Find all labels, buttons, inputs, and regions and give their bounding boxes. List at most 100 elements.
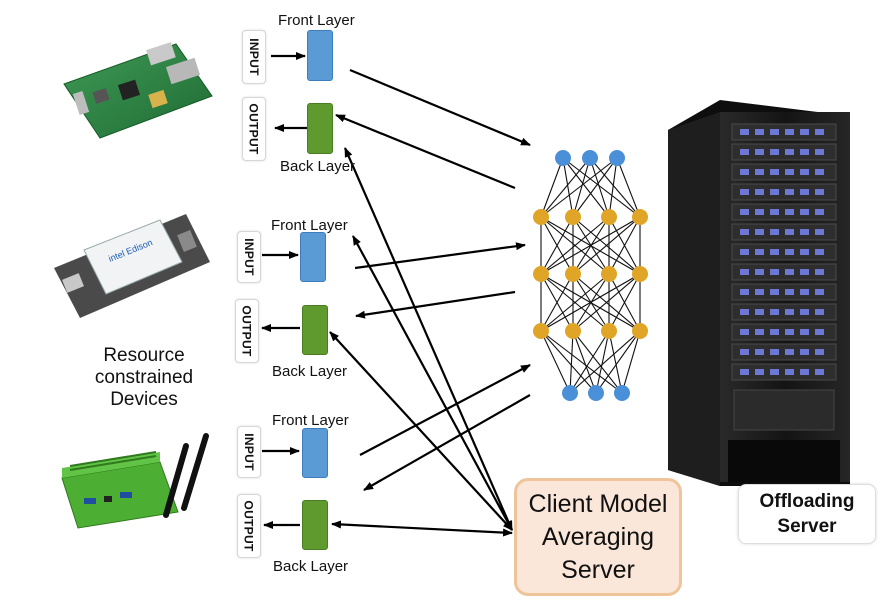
drive-bay-light [755,129,764,135]
rack-unit [731,343,837,361]
intel-edison-image: intel Edison [54,214,210,318]
drive-bay-light [815,129,824,135]
nn-edge [540,273,641,332]
input-label-1: INPUT [242,30,266,84]
drive-bay-light [755,289,764,295]
drive-bay-light [785,309,794,315]
drive-bay-light [800,269,809,275]
rack-unit [731,223,837,241]
nn-hidden-node [601,266,617,282]
drive-bay-light [785,369,794,375]
drive-bay-light [740,349,749,355]
drive-bay-light [755,169,764,175]
rack-unit [731,323,837,341]
nn-edge [540,157,591,218]
nn-edge [540,330,597,394]
drive-bay-light [815,189,824,195]
drive-bay-light [770,309,779,315]
nn-edge [572,273,641,332]
nn-hidden-node [565,323,581,339]
drive-bay-light [740,129,749,135]
nn-edge [540,273,574,332]
drive-bay-light [770,209,779,215]
drive-bay-light [755,229,764,235]
nn-edge [569,330,574,394]
nn-edge [572,216,641,275]
drive-bay-light [755,269,764,275]
nn-edge [540,330,623,394]
nn-io-node [609,150,625,166]
drive-bay-light [740,209,749,215]
nn-edge [595,330,641,394]
front-layer-block-2 [300,232,326,282]
drive-bay-light [755,209,764,215]
drive-bay-light [770,289,779,295]
drive-bay-light [770,189,779,195]
drive-bay-light [800,129,809,135]
drive-bay-light [785,229,794,235]
nn-edge [608,157,618,218]
nn-io-node [614,385,630,401]
nn-edge [572,330,597,394]
nn-edge [595,330,610,394]
drive-bay-light [740,149,749,155]
nn-edge [540,157,618,218]
offloading-server-label-box: Offloading Server [738,484,876,544]
nn-edge [608,273,641,332]
nn-edge [589,157,610,218]
rack-unit [731,143,837,161]
drive-bay-light [800,149,809,155]
drive-bay-light [800,209,809,215]
drive-bay-light [770,329,779,335]
nn-hidden-node [533,209,549,225]
drive-bay-light [800,349,809,355]
drive-bay-light [740,269,749,275]
raspberry-pi-image [63,42,213,139]
drive-bay-light [770,349,779,355]
drive-bay-light [785,129,794,135]
rack-unit [731,163,837,181]
drive-bay-light [815,249,824,255]
drive-bay-light [755,249,764,255]
nn-hidden-node [632,323,648,339]
drive-bay-light [815,209,824,215]
drive-bay-light [740,329,749,335]
offloading-server-label: Offloading Server [759,491,855,537]
front-layer-block-1 [307,30,333,81]
drive-bay-light [785,269,794,275]
drive-bay-light [785,189,794,195]
nn-edge [572,157,591,218]
server-rack-image [668,100,850,486]
drive-bay-light [740,169,749,175]
drive-bay-light [770,249,779,255]
back-layer-label-1: Back Layer [280,158,356,175]
drive-bay-light [785,289,794,295]
nn-edge [616,157,641,218]
drive-bay-light [755,149,764,155]
drive-bay-light [800,289,809,295]
resource-constrained-caption: Resource constrained Devices [94,345,194,410]
back-layer-label-3: Back Layer [273,558,349,575]
drive-bay-light [740,229,749,235]
rack-unit [731,303,837,321]
drive-bay-light [770,129,779,135]
drive-bay-light [815,349,824,355]
nn-hidden-node [601,323,617,339]
rack-unit [731,283,837,301]
drive-bay-light [815,289,824,295]
rack-unit [731,363,837,381]
drive-bay-light [815,309,824,315]
nn-edge [621,330,641,394]
rack-unit [731,263,837,281]
front-layer-label-2: Front Layer [271,217,348,234]
back-layer-block-2 [302,305,328,355]
output-label-2: OUTPUT [235,299,259,363]
nn-io-node [555,150,571,166]
rack-unit [731,183,837,201]
drive-bay-light [785,149,794,155]
drive-bay-light [740,289,749,295]
drive-bay-light [800,249,809,255]
drive-bay-light [800,329,809,335]
nn-edge [540,216,641,275]
